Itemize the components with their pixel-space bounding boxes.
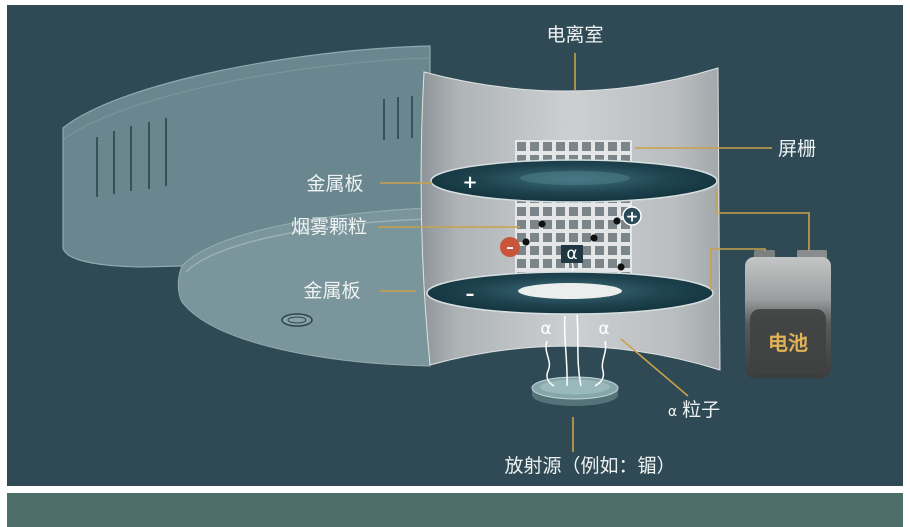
alpha-track-center	[563, 315, 568, 387]
label-radiation-source: 放射源（例如：镅）	[504, 455, 675, 477]
detector-housing	[62, 45, 431, 367]
top-metal-plate: +	[430, 159, 718, 203]
wire-bottom-plate-to-battery	[710, 248, 766, 290]
negative-ion: –	[500, 237, 520, 257]
label-smoke-particles: 烟雾颗粒	[291, 216, 367, 238]
housing-ledge-line	[185, 218, 431, 273]
label-metal-plate-top: 金属板	[306, 173, 363, 195]
negative-ion-circle	[500, 237, 520, 257]
label-alpha-particles-symbol: α	[668, 404, 677, 420]
label-alpha-particles: α 粒子	[668, 399, 720, 421]
label-metal-plate-bottom: 金属板	[303, 280, 360, 302]
smoke-particle	[617, 263, 625, 271]
housing-rim-line	[62, 57, 431, 141]
top-plate-highlight	[520, 171, 630, 185]
positive-ion-circle	[622, 206, 642, 226]
battery-label-panel	[750, 309, 826, 373]
bottom-metal-plate: –	[426, 271, 714, 315]
alpha-track-right	[594, 340, 607, 387]
bottom-plate-negative-sign: –	[466, 284, 475, 305]
label-screen-grid: 屏栅	[778, 138, 816, 160]
smoke-particles	[522, 217, 625, 271]
negative-ion-sign: –	[506, 238, 514, 256]
alpha-marker-box	[561, 245, 583, 263]
housing-base-disc	[177, 207, 431, 367]
alpha-track-left	[545, 340, 555, 387]
mounting-hole-inner	[287, 316, 307, 324]
top-plate-positive-sign: +	[462, 172, 477, 193]
positive-ion: +	[622, 206, 642, 226]
housing-vents-right	[383, 96, 413, 140]
smoke-particle	[590, 234, 598, 242]
alpha-marker-symbol: α	[566, 244, 577, 264]
smoke-particle	[522, 238, 530, 246]
battery-label-text: 电池	[768, 331, 808, 355]
housing-vents-left	[96, 118, 167, 197]
alpha-track-center	[576, 314, 582, 387]
label-ionization-chamber: 电离室	[546, 24, 603, 46]
alpha-label-left: α	[540, 319, 551, 339]
battery: 电池	[745, 250, 831, 378]
leader-alpha-particles	[620, 338, 689, 397]
positive-ion-sign: +	[626, 208, 639, 226]
smoke-particle	[613, 217, 621, 225]
label-alpha-particles-text: 粒子	[682, 399, 720, 421]
bottom-plate-aperture	[518, 283, 622, 299]
radiation-source-dish	[531, 376, 619, 406]
alpha-particle-tracks	[545, 314, 607, 387]
dish-surface	[540, 379, 610, 395]
wire-top-plate-to-battery	[715, 189, 810, 251]
battery-label: 电池	[768, 331, 808, 355]
alpha-label-right: α	[598, 319, 609, 339]
smoke-particle	[538, 220, 546, 228]
mounting-hole	[281, 313, 313, 327]
footer-strip	[7, 493, 903, 527]
